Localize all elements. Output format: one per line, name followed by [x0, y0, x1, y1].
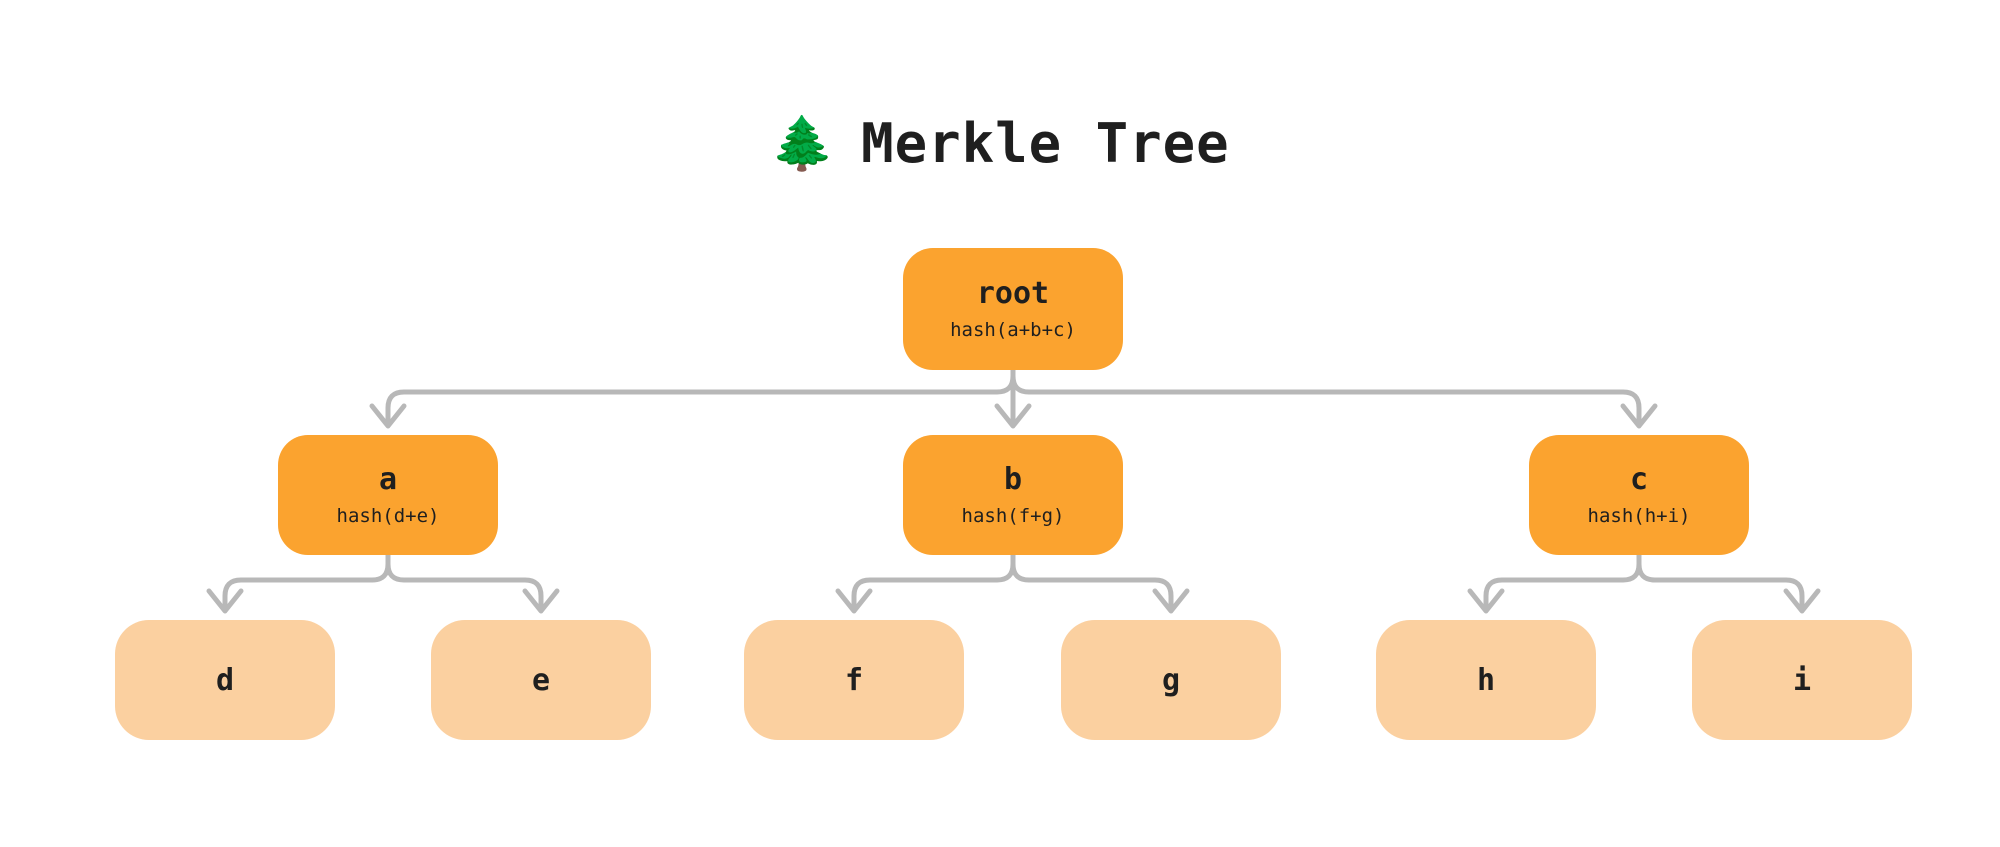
edge-b-f-arrowhead — [835, 588, 873, 614]
edge-b-f — [851, 552, 1016, 612]
edge-c-i-arrowhead — [1783, 588, 1821, 614]
tree-node-b[interactable]: b hash(f+g) — [903, 435, 1123, 555]
tree-node-a-label: a — [378, 461, 398, 497]
tree-node-a-hash: hash(d+e) — [336, 504, 440, 527]
tree-node-f-label: f — [844, 662, 864, 698]
edge-a-e-arrowhead — [522, 588, 560, 614]
tree-node-c[interactable]: c hash(h+i) — [1529, 435, 1749, 555]
edge-c-i — [1636, 552, 1805, 612]
edge-root-b-arrowhead — [994, 403, 1032, 429]
tree-node-b-hash: hash(f+g) — [961, 504, 1065, 527]
edge-b-g-arrowhead — [1152, 588, 1190, 614]
tree-node-d-label: d — [215, 662, 235, 698]
edge-root-c-arrowhead — [1620, 403, 1658, 429]
tree-node-c-label: c — [1629, 461, 1649, 497]
tree-node-g[interactable]: g — [1061, 620, 1281, 740]
tree-node-d[interactable]: d — [115, 620, 335, 740]
edge-c-h — [1483, 552, 1642, 612]
edge-root-c — [1010, 367, 1642, 427]
tree-node-a[interactable]: a hash(d+e) — [278, 435, 498, 555]
edge-a-d — [222, 552, 391, 612]
tree-node-i[interactable]: i — [1692, 620, 1912, 740]
edge-root-a — [385, 367, 1016, 427]
tree-node-i-label: i — [1792, 662, 1812, 698]
tree-node-e-label: e — [531, 662, 551, 698]
tree-node-b-label: b — [1003, 461, 1023, 497]
tree-node-f[interactable]: f — [744, 620, 964, 740]
edge-c-h-arrowhead — [1467, 588, 1505, 614]
edge-a-e — [385, 552, 544, 612]
tree-node-root-hash: hash(a+b+c) — [950, 318, 1076, 341]
tree-node-c-hash: hash(h+i) — [1587, 504, 1691, 527]
tree-node-h[interactable]: h — [1376, 620, 1596, 740]
edge-a-d-arrowhead — [206, 588, 244, 614]
tree-node-h-label: h — [1476, 662, 1496, 698]
evergreen-tree-icon: 🌲 — [770, 113, 836, 174]
edge-root-a-arrowhead — [369, 403, 407, 429]
page-title-text: Merkle Tree — [861, 112, 1230, 175]
tree-node-root[interactable]: root hash(a+b+c) — [903, 248, 1123, 370]
tree-node-e[interactable]: e — [431, 620, 651, 740]
tree-node-g-label: g — [1161, 662, 1181, 698]
page-title: 🌲 Merkle Tree — [0, 112, 2000, 175]
edge-b-g — [1010, 552, 1174, 612]
tree-node-root-label: root — [976, 275, 1050, 311]
